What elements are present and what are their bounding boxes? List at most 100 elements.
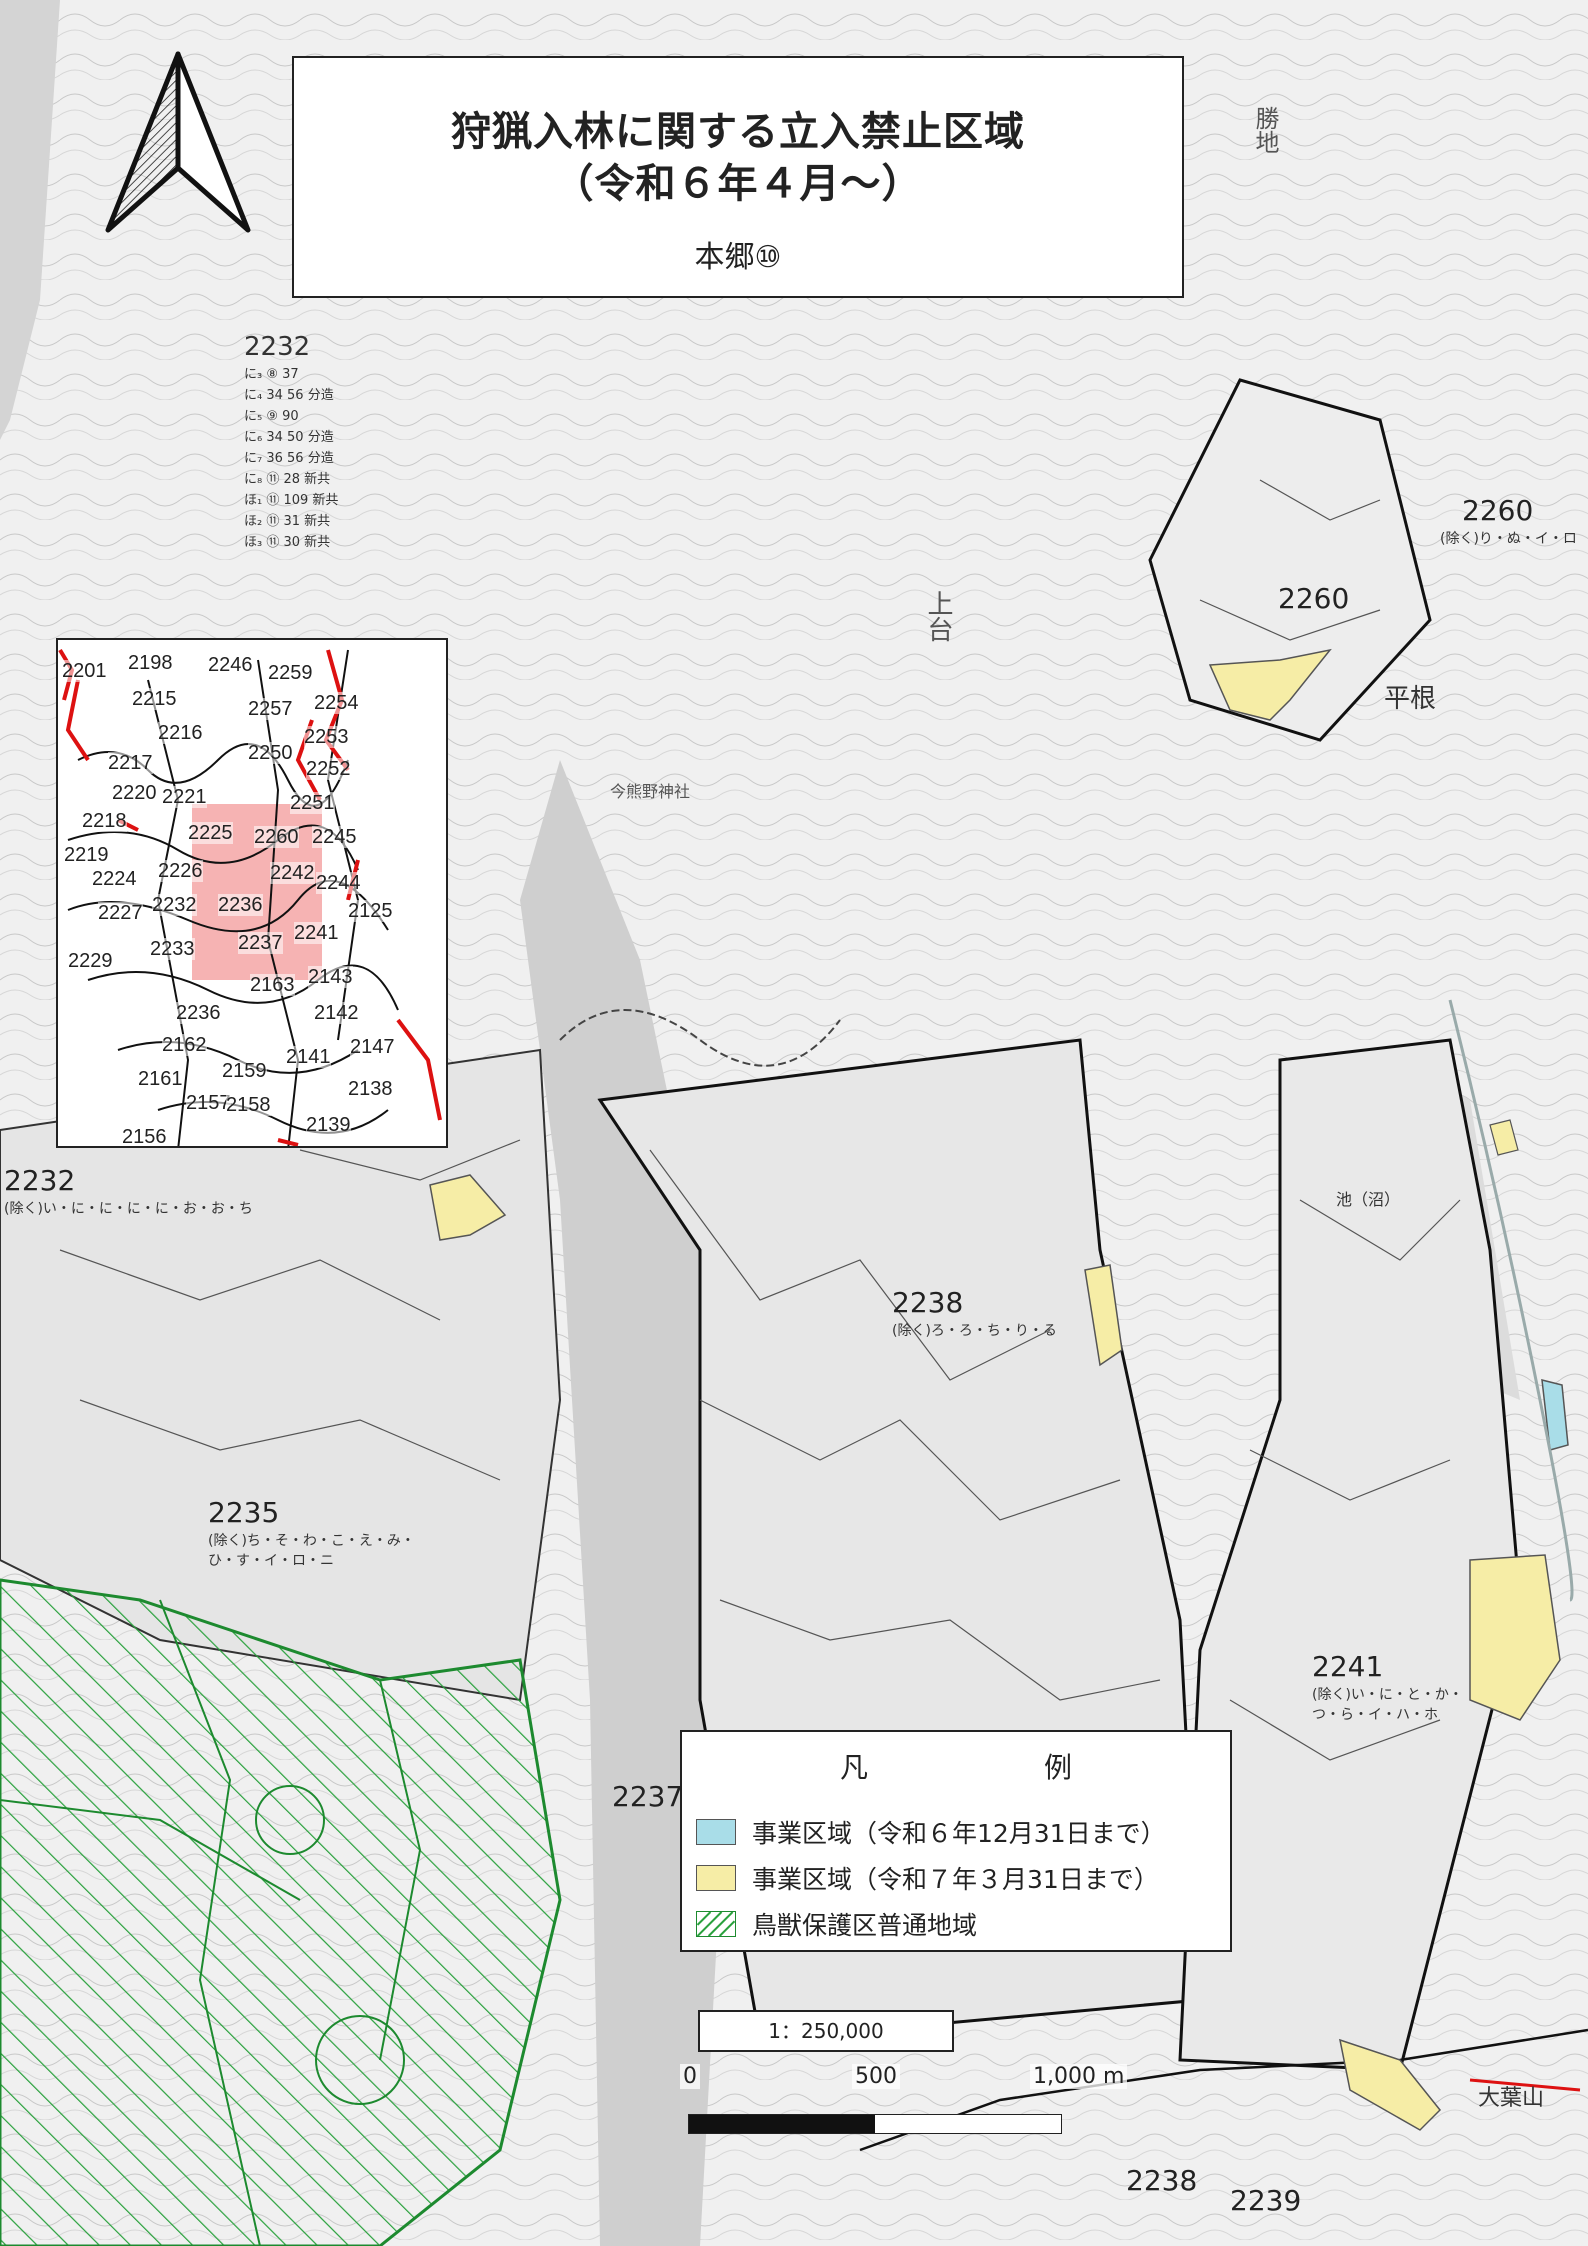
lot-list-row: ほ₂ ⑪ 31 新共 [244, 514, 331, 529]
wildlife-protection-area [0, 1578, 562, 2246]
inset-compartment-label: 2163 [250, 974, 295, 996]
inset-compartment-label: 2147 [350, 1036, 395, 1058]
compartment-sublabel: (除く)ろ・ろ・ち・り・る [892, 1323, 1057, 1339]
inset-compartment-label: 2159 [222, 1060, 267, 1082]
compartment-label: 2260 [1278, 582, 1350, 615]
legend-swatch-cyan [696, 1819, 736, 1845]
compartment-sublabel: (除く)い・に・と・か・つ・ら・イ・ハ・ホ [1312, 1687, 1463, 1723]
inset-compartment-label: 2229 [68, 950, 113, 972]
legend-swatch-yellow [696, 1865, 736, 1891]
inset-compartment-label: 2224 [92, 868, 137, 890]
legend-item: 事業区域（令和６年12月31日まで） [696, 1814, 1166, 1850]
legend-label: 事業区域（令和６年12月31日まで） [752, 1819, 1166, 1848]
inset-compartment-label: 2158 [226, 1094, 271, 1116]
inset-compartment-label: 2251 [290, 792, 335, 814]
business-zone-yellow-2235 [429, 1174, 507, 1241]
inset-compartment-label: 2156 [122, 1126, 167, 1148]
inset-compartment-label: 2259 [268, 662, 313, 684]
valley-shading [520, 760, 730, 2246]
compartment-2260-boundary [1148, 378, 1432, 742]
lot-list-row: に₇ 36 56 分造 [244, 451, 334, 466]
place-name: 平根 [1384, 684, 1437, 714]
lot-list-row: に₅ ⑨ 90 [244, 409, 299, 424]
inset-compartment-label: 2162 [162, 1034, 207, 1056]
lot-list-row: に₆ 34 50 分造 [244, 430, 334, 445]
inset-compartment-label: 2241 [294, 922, 339, 944]
compartment-label: 2237 [612, 1780, 684, 1813]
lot-list-row: に₃ ⑧ 37 [244, 367, 299, 382]
inset-compartment-label: 2220 [112, 782, 157, 804]
compartment-sublabel: (除く)ち・そ・わ・こ・え・み・ひ・す・イ・ロ・ニ [208, 1533, 415, 1569]
title-line-2: （令和６年４月～） [553, 161, 923, 207]
scale-label-0: 0 [680, 2064, 700, 2089]
business-zone-yellow-2238 [1084, 1264, 1123, 1367]
inset-compartment-label: 2253 [304, 726, 349, 748]
inset-compartment-label: 2143 [308, 966, 353, 988]
lot-list: 2232 に₃ ⑧ 37 に₄ 34 56 分造 に₅ ⑨ 90 に₆ 34 5… [244, 330, 338, 553]
legend-swatch-hatch [696, 1911, 736, 1937]
inset-compartment-label: 2201 [62, 660, 107, 682]
inset-compartment-label: 2142 [314, 1002, 359, 1024]
lot-list-row: ほ₃ ⑪ 30 新共 [244, 535, 331, 550]
inset-compartment-label: 2257 [248, 698, 293, 720]
inset-compartment-label: 2216 [158, 722, 203, 744]
compartment-label: 2232 [4, 1164, 76, 1197]
inset-compartment-label: 2237 [238, 932, 283, 954]
place-name: 池（沼） [1336, 1190, 1401, 1209]
inset-compartment-label: 2225 [188, 822, 233, 844]
inset-compartment-label: 2161 [138, 1068, 183, 1090]
inset-compartment-label: 2157 [186, 1092, 231, 1114]
lot-list-heading: 2232 [244, 332, 311, 362]
compartment-label: 2238 [892, 1286, 964, 1319]
inset-compartment-label: 2217 [108, 752, 153, 774]
title-area: 本郷⑩ [694, 240, 782, 275]
inset-compartment-label: 2260 [254, 826, 299, 848]
inset-compartment-label: 2252 [306, 758, 351, 780]
compartment-sublabel: (除く)い・に・に・に・に・お・お・ち [4, 1201, 253, 1217]
inset-compartment-label: 2254 [314, 692, 359, 714]
inset-compartment-label: 2219 [64, 844, 109, 866]
inset-compartment-label: 2236 [176, 1002, 221, 1024]
legend-item: 鳥獣保護区普通地域 [696, 1906, 977, 1942]
business-zone-yellow-2241 [1469, 1554, 1561, 1721]
inset-compartment-label: 2218 [82, 810, 127, 832]
red-boundary [1469, 2078, 1581, 2092]
inset-compartment-label: 2244 [316, 872, 361, 894]
inset-compartment-label: 2198 [128, 652, 173, 674]
place-name: 大葉山 [1478, 2086, 1545, 2111]
inset-compartment-label: 2233 [150, 938, 195, 960]
inset-compartment-label: 2215 [132, 688, 177, 710]
inset-compartment-label: 2125 [348, 900, 393, 922]
map-title-box: 狩猟入林に関する立入禁止区域 （令和６年４月～） 本郷⑩ [292, 56, 1184, 298]
legend-label: 事業区域（令和７年３月31日まで） [752, 1865, 1159, 1894]
business-zone-cyan [1541, 1379, 1569, 1451]
inset-compartment-label: 2236 [218, 894, 263, 916]
scale-label-1000: 1,000 m [1030, 2064, 1128, 2089]
business-zone-yellow-south [1339, 2038, 1442, 2131]
scale-ratio: 1：250,000 [698, 2010, 954, 2052]
compartment-label: 2235 [208, 1496, 280, 1529]
place-name: 勝地 [1251, 106, 1279, 154]
legend: 凡 例 事業区域（令和６年12月31日まで） 事業区域（令和７年３月31日まで）… [680, 1730, 1232, 1952]
inset-compartment-label: 2250 [248, 742, 293, 764]
compartment-label: 2260 [1462, 494, 1534, 527]
inset-compartment-label: 2246 [208, 654, 253, 676]
title-line-1: 狩猟入林に関する立入禁止区域 [451, 109, 1025, 155]
inset-compartment-label: 2141 [286, 1046, 331, 1068]
scale-label-500: 500 [852, 2064, 900, 2089]
lot-list-row: に₈ ⑪ 28 新共 [244, 472, 331, 487]
lot-list-row: に₄ 34 56 分造 [244, 388, 334, 403]
place-name: 上台 [923, 590, 953, 642]
inset-compartment-label: 2245 [312, 826, 357, 848]
legend-item: 事業区域（令和７年３月31日まで） [696, 1860, 1159, 1896]
inset-compartment-label: 2242 [270, 862, 315, 884]
legend-label: 鳥獣保護区普通地域 [752, 1911, 978, 1940]
north-arrow-icon [105, 51, 251, 233]
inset-compartment-label: 2227 [98, 902, 143, 924]
inset-compartment-label: 2232 [152, 894, 197, 916]
compartment-label: 2238 [1126, 2164, 1198, 2197]
compartment-label: 2241 [1312, 1650, 1384, 1683]
compartment-sublabel: (除く)り・ぬ・イ・ロ [1440, 531, 1577, 547]
inset-compartment-label: 2221 [162, 786, 207, 808]
